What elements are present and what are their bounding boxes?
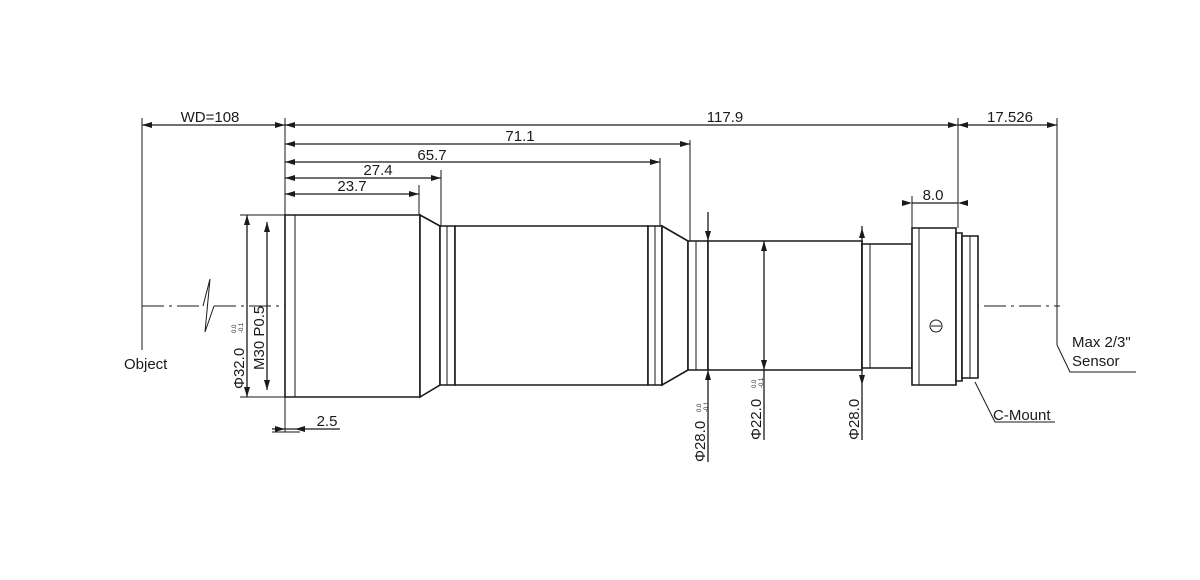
dim-wd: WD=108: [181, 109, 240, 126]
dia-mid-tol-lower: -0.1: [704, 401, 710, 412]
main-tube: [454, 225, 649, 386]
label-sensor-line2: Sensor: [1072, 353, 1120, 370]
dia-narrow-tol-upper: 0.0: [752, 379, 758, 388]
callout-labels: Object Max 2/3" Sensor C-Mount: [124, 334, 1131, 424]
dim-117-9: 117.9: [707, 109, 743, 126]
narrow-tube: [707, 240, 863, 371]
c-mount-thread: [955, 232, 963, 382]
front-taper: [419, 213, 441, 399]
front-barrel: [284, 214, 421, 398]
arrowheads: [142, 122, 1057, 432]
dimension-labels: WD=108 117.9 17.526 71.1 65.7 27.4 23.7 …: [181, 109, 1033, 430]
label-c-mount: C-Mount: [993, 407, 1051, 424]
dia-front-outer: Φ32.0: [231, 348, 248, 389]
dia-narrow-tol-lower: -0.1: [759, 377, 765, 388]
set-screw-icon: [929, 319, 943, 333]
dia-narrow: Φ22.0: [748, 399, 765, 440]
extension-lines: [141, 118, 1058, 433]
mount-ring: [911, 227, 957, 386]
dia-rear: Φ28.0: [846, 399, 863, 440]
lens-body: [284, 213, 979, 399]
label-object: Object: [124, 356, 168, 373]
vertical-dimensions: [244, 212, 865, 462]
dia-mid: Φ28.0: [692, 421, 709, 462]
dia-thread: M30 P0.5: [251, 306, 268, 370]
dim-27-4: 27.4: [363, 162, 392, 179]
diameter-labels: Φ32.0 0.0 -0.1 M30 P0.5 Φ28.0 0.0 -0.1 Φ…: [231, 306, 863, 462]
dim-71-1: 71.1: [505, 128, 534, 145]
dim-2-5: 2.5: [317, 413, 338, 430]
rear-taper: [661, 224, 689, 387]
leader-lines: [974, 344, 1136, 423]
dim-65-7: 65.7: [417, 147, 446, 164]
dim-8-0: 8.0: [923, 187, 944, 204]
dim-23-7: 23.7: [337, 178, 366, 195]
label-sensor-line1: Max 2/3": [1072, 334, 1131, 351]
dia-mid-tol-upper: 0.0: [697, 403, 703, 412]
dim-17-526: 17.526: [987, 109, 1033, 126]
dia-front-tol-upper: 0.0: [232, 324, 238, 333]
dia-front-tol-lower: -0.1: [239, 322, 245, 333]
